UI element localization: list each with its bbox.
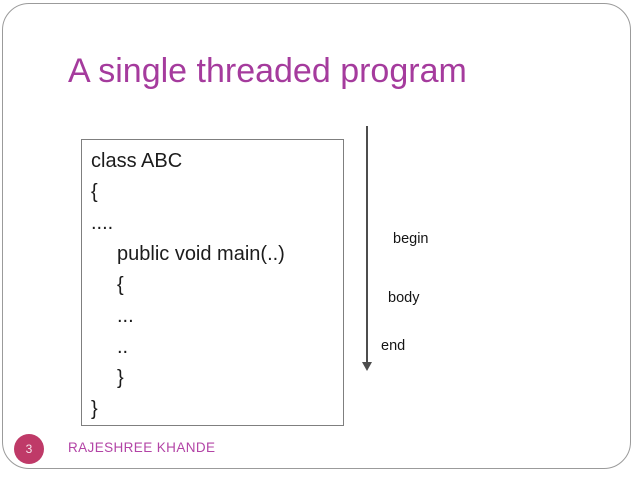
code-line: } xyxy=(91,398,98,420)
timeline-label-body: body xyxy=(388,290,420,306)
code-box: class ABC { .... public void main(..) { … xyxy=(81,139,344,426)
page-number-badge: 3 xyxy=(14,434,44,464)
arrow-down-icon xyxy=(362,362,372,371)
timeline-label-begin: begin xyxy=(393,231,429,247)
code-line: class ABC xyxy=(91,150,183,172)
timeline-label-end: end xyxy=(381,338,406,354)
slide-title: A single threaded program xyxy=(68,52,467,90)
code-line: ... xyxy=(117,305,134,327)
code-line: { xyxy=(91,181,98,203)
execution-flow-arrow-line xyxy=(366,126,368,363)
code-line: .... xyxy=(91,212,114,234)
code-line: public void main(..) xyxy=(117,243,285,265)
footer-text: RAJESHREE KHANDE xyxy=(68,440,216,455)
code-line: } xyxy=(117,367,124,389)
code-line: { xyxy=(117,274,124,296)
code-line: .. xyxy=(117,336,129,358)
